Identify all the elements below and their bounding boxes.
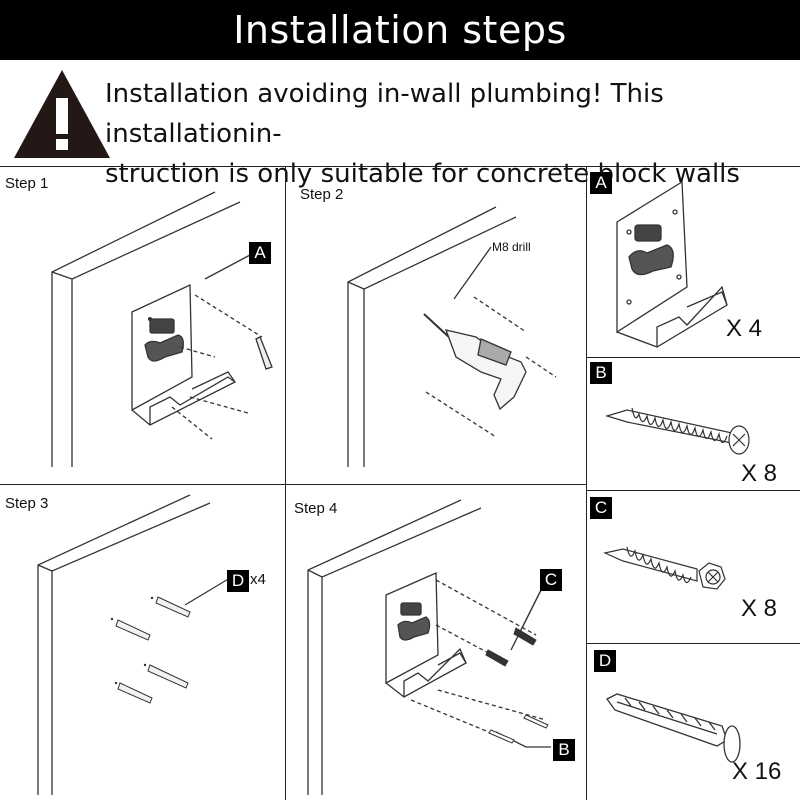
callout-b: B bbox=[553, 739, 575, 761]
step-4-label: Step 4 bbox=[294, 500, 338, 517]
part-c-qty: X 8 bbox=[741, 595, 778, 622]
divider bbox=[0, 166, 800, 167]
part-d-letter: D bbox=[594, 650, 616, 672]
callout-c: C bbox=[540, 569, 562, 591]
step-3-illustration bbox=[37, 494, 231, 795]
step-2-label: Step 2 bbox=[300, 186, 344, 203]
part-b-letter: B bbox=[590, 362, 612, 384]
warning-banner: Installation avoiding in-wall plumbing! … bbox=[0, 60, 800, 189]
warning-triangle-icon bbox=[14, 70, 110, 158]
callout-d: D bbox=[227, 570, 249, 592]
callout-a: A bbox=[249, 242, 271, 264]
part-a-letter: A bbox=[590, 172, 612, 194]
step-1-label: Step 1 bbox=[5, 175, 49, 192]
part-b-qty: X 8 bbox=[741, 460, 778, 487]
wood-screw-icon bbox=[604, 407, 750, 455]
step-4-illustration bbox=[307, 499, 551, 795]
step-2-illustration bbox=[347, 206, 557, 467]
page-title: Installation steps bbox=[0, 0, 800, 60]
wall-bracket-icon bbox=[616, 180, 728, 348]
wall-anchor-icon bbox=[606, 693, 741, 763]
warning-line-1: Installation avoiding in-wall plumbing! … bbox=[105, 79, 664, 149]
step-3-label: Step 3 bbox=[5, 495, 49, 512]
divider bbox=[285, 166, 286, 800]
part-a-qty: X 4 bbox=[726, 315, 763, 342]
hex-screw-icon bbox=[603, 546, 726, 590]
warning-text: Installation avoiding in-wall plumbing! … bbox=[105, 74, 795, 194]
divider bbox=[586, 490, 800, 491]
part-c-letter: C bbox=[590, 497, 612, 519]
divider bbox=[586, 643, 800, 644]
step-1-illustration bbox=[51, 191, 273, 467]
divider bbox=[586, 357, 800, 358]
divider bbox=[586, 166, 587, 800]
part-d-qty: X 16 bbox=[732, 758, 782, 785]
drill-note: M8 drill bbox=[492, 240, 531, 254]
callout-d-qty: x4 bbox=[250, 571, 266, 588]
warning-line-2: struction is only suitable for concrete … bbox=[105, 159, 740, 189]
divider bbox=[0, 484, 586, 485]
